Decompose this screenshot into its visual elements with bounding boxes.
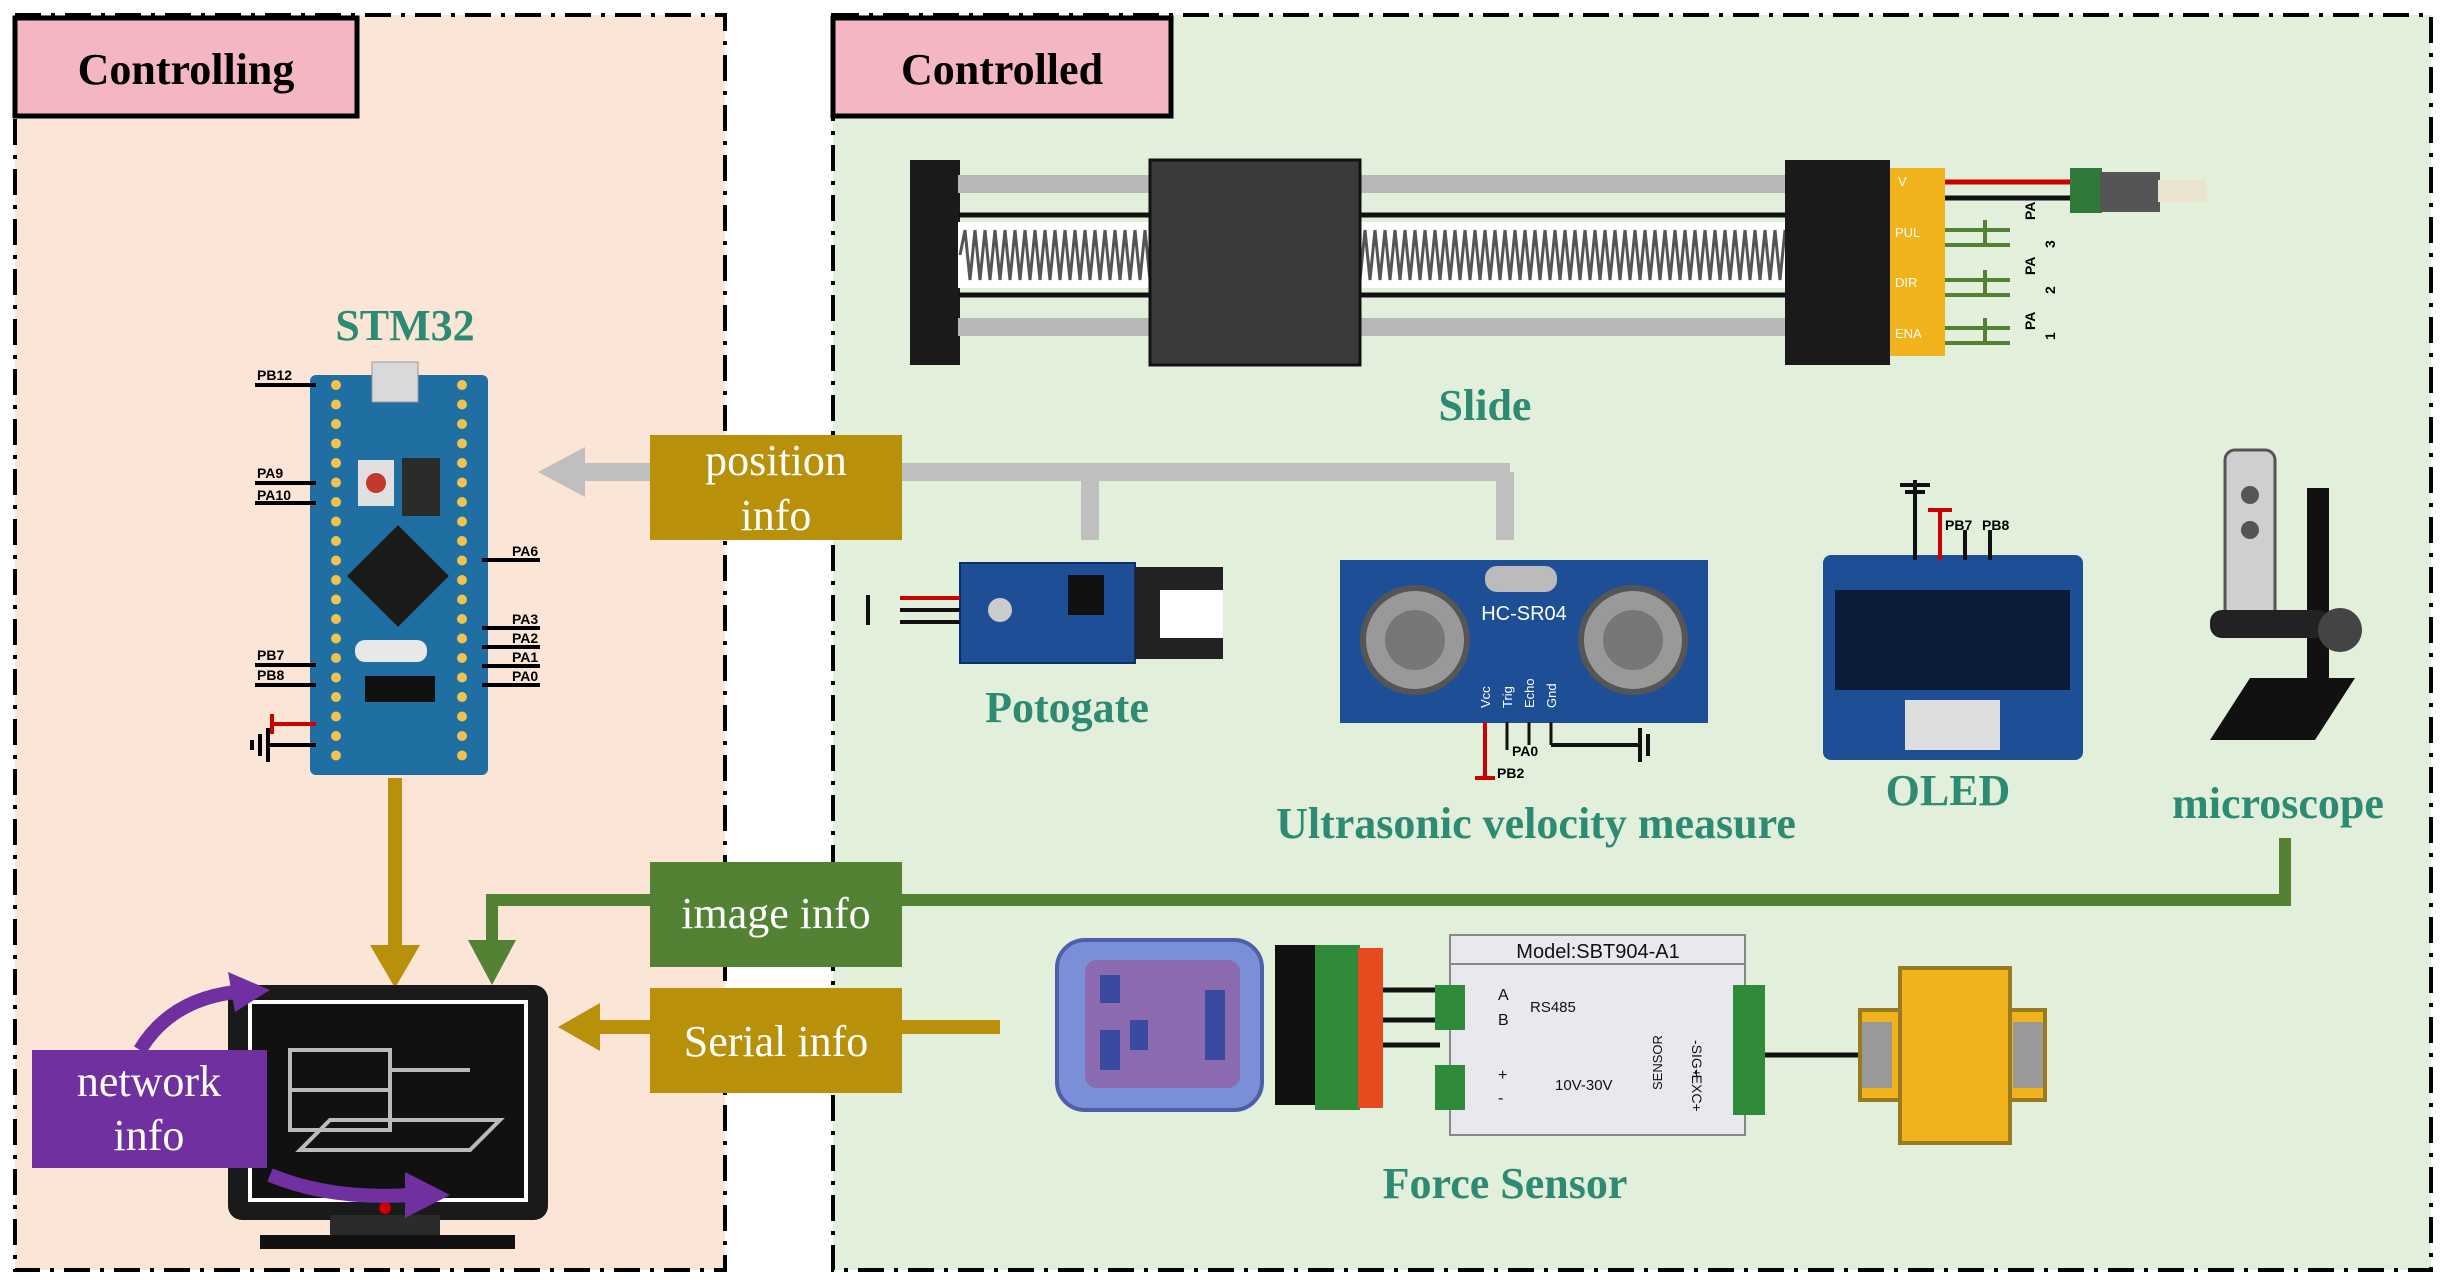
microscope-device: microscope	[2172, 448, 2384, 828]
svg-text:10V-30V: 10V-30V	[1555, 1077, 1613, 1094]
serial-info-box: Serial info	[650, 988, 902, 1093]
svg-text:DIR: DIR	[1895, 275, 1917, 290]
svg-text:Gnd: Gnd	[1544, 683, 1559, 708]
image-info-box: image info	[650, 862, 902, 967]
svg-text:PA6: PA6	[512, 543, 538, 559]
controlling-title: Controlling	[78, 45, 295, 94]
stm32-board: STM32 PB12 PA9 PA10 PB7 PB8 PA6 PA3 PA2 …	[250, 301, 540, 775]
computer-monitor	[228, 985, 548, 1249]
svg-text:PA2: PA2	[512, 630, 538, 646]
svg-text:PB7: PB7	[257, 647, 284, 663]
svg-text:position: position	[705, 436, 847, 485]
svg-text:RS485: RS485	[1530, 999, 1576, 1016]
svg-text:info: info	[741, 491, 812, 540]
oled-module: PB7 PB8 OLED	[1823, 480, 2083, 815]
svg-text:PUL: PUL	[1895, 225, 1920, 240]
svg-text:Model:SBT904-A1: Model:SBT904-A1	[1516, 941, 1679, 963]
svg-text:Serial info: Serial info	[684, 1017, 869, 1066]
svg-text:PB12: PB12	[257, 367, 292, 383]
svg-text:info: info	[114, 1111, 185, 1160]
svg-text:-EXC+: -EXC+	[1689, 1070, 1705, 1112]
svg-text:PA0: PA0	[1512, 743, 1538, 759]
slide-label: Slide	[1439, 381, 1532, 430]
network-info-arrows	[133, 972, 450, 1218]
ultrasonic-module: HC-SR04 Vcc Trig Echo Gnd PA0 PB2 Ultras…	[1276, 560, 1796, 848]
controlled-tag: Controlled	[830, 15, 1174, 119]
svg-text:PA: PA	[2022, 312, 2038, 330]
svg-text:PB7: PB7	[1945, 517, 1972, 533]
position-info-box: position info	[650, 435, 902, 540]
svg-text:+: +	[1498, 1067, 1507, 1084]
slide-rail: V PUL DIR ENA PA 3 PA 2 PA 1 Slide	[910, 158, 2206, 430]
controlling-tag: Controlling	[12, 15, 360, 119]
svg-text:PB8: PB8	[257, 667, 284, 683]
svg-text:PA3: PA3	[512, 611, 538, 627]
svg-text:PB2: PB2	[1497, 765, 1524, 781]
svg-text:Vcc: Vcc	[1478, 686, 1493, 708]
svg-text:PA: PA	[2022, 257, 2038, 275]
force-sensor-assembly: Model:SBT904-A1 A B RS485 + - 10V-30V SE…	[1055, 934, 2047, 1208]
network-info-box: network info	[32, 1050, 267, 1168]
svg-text:A: A	[1498, 987, 1509, 1004]
oled-label: OLED	[1886, 766, 2011, 815]
svg-text:PB8: PB8	[1982, 517, 2009, 533]
svg-text:HC-SR04: HC-SR04	[1481, 603, 1567, 625]
position-bus	[538, 447, 1514, 540]
controlled-title: Controlled	[901, 45, 1103, 94]
svg-text:B: B	[1498, 1012, 1509, 1029]
svg-text:ENA: ENA	[1895, 326, 1922, 341]
image-info-path	[468, 838, 2291, 985]
svg-text:PA1: PA1	[512, 649, 538, 665]
microscope-label: microscope	[2172, 779, 2384, 828]
potogate-label: Potogate	[985, 683, 1149, 732]
svg-text:-SIG+: -SIG+	[1689, 1040, 1705, 1077]
svg-text:PA9: PA9	[257, 465, 283, 481]
svg-text:Echo: Echo	[1522, 678, 1537, 708]
potogate-module: Potogate	[866, 562, 1223, 732]
force-sensor-label: Force Sensor	[1383, 1159, 1628, 1208]
svg-text:PA0: PA0	[512, 668, 538, 684]
svg-text:network: network	[77, 1057, 221, 1106]
svg-text:V: V	[1898, 174, 1907, 189]
svg-text:1: 1	[2042, 332, 2058, 340]
stm32-label: STM32	[335, 301, 474, 350]
svg-text:PA10: PA10	[257, 487, 291, 503]
svg-text:-: -	[1498, 1090, 1503, 1107]
svg-text:SENSOR: SENSOR	[1650, 1035, 1665, 1090]
svg-text:3: 3	[2042, 240, 2058, 248]
svg-text:PA: PA	[2022, 202, 2038, 220]
svg-text:2: 2	[2042, 286, 2058, 294]
stm32-to-computer-arrow	[370, 778, 420, 988]
svg-text:Trig: Trig	[1500, 686, 1515, 708]
svg-text:image info: image info	[681, 889, 870, 938]
ultrasonic-label: Ultrasonic velocity measure	[1276, 799, 1796, 848]
